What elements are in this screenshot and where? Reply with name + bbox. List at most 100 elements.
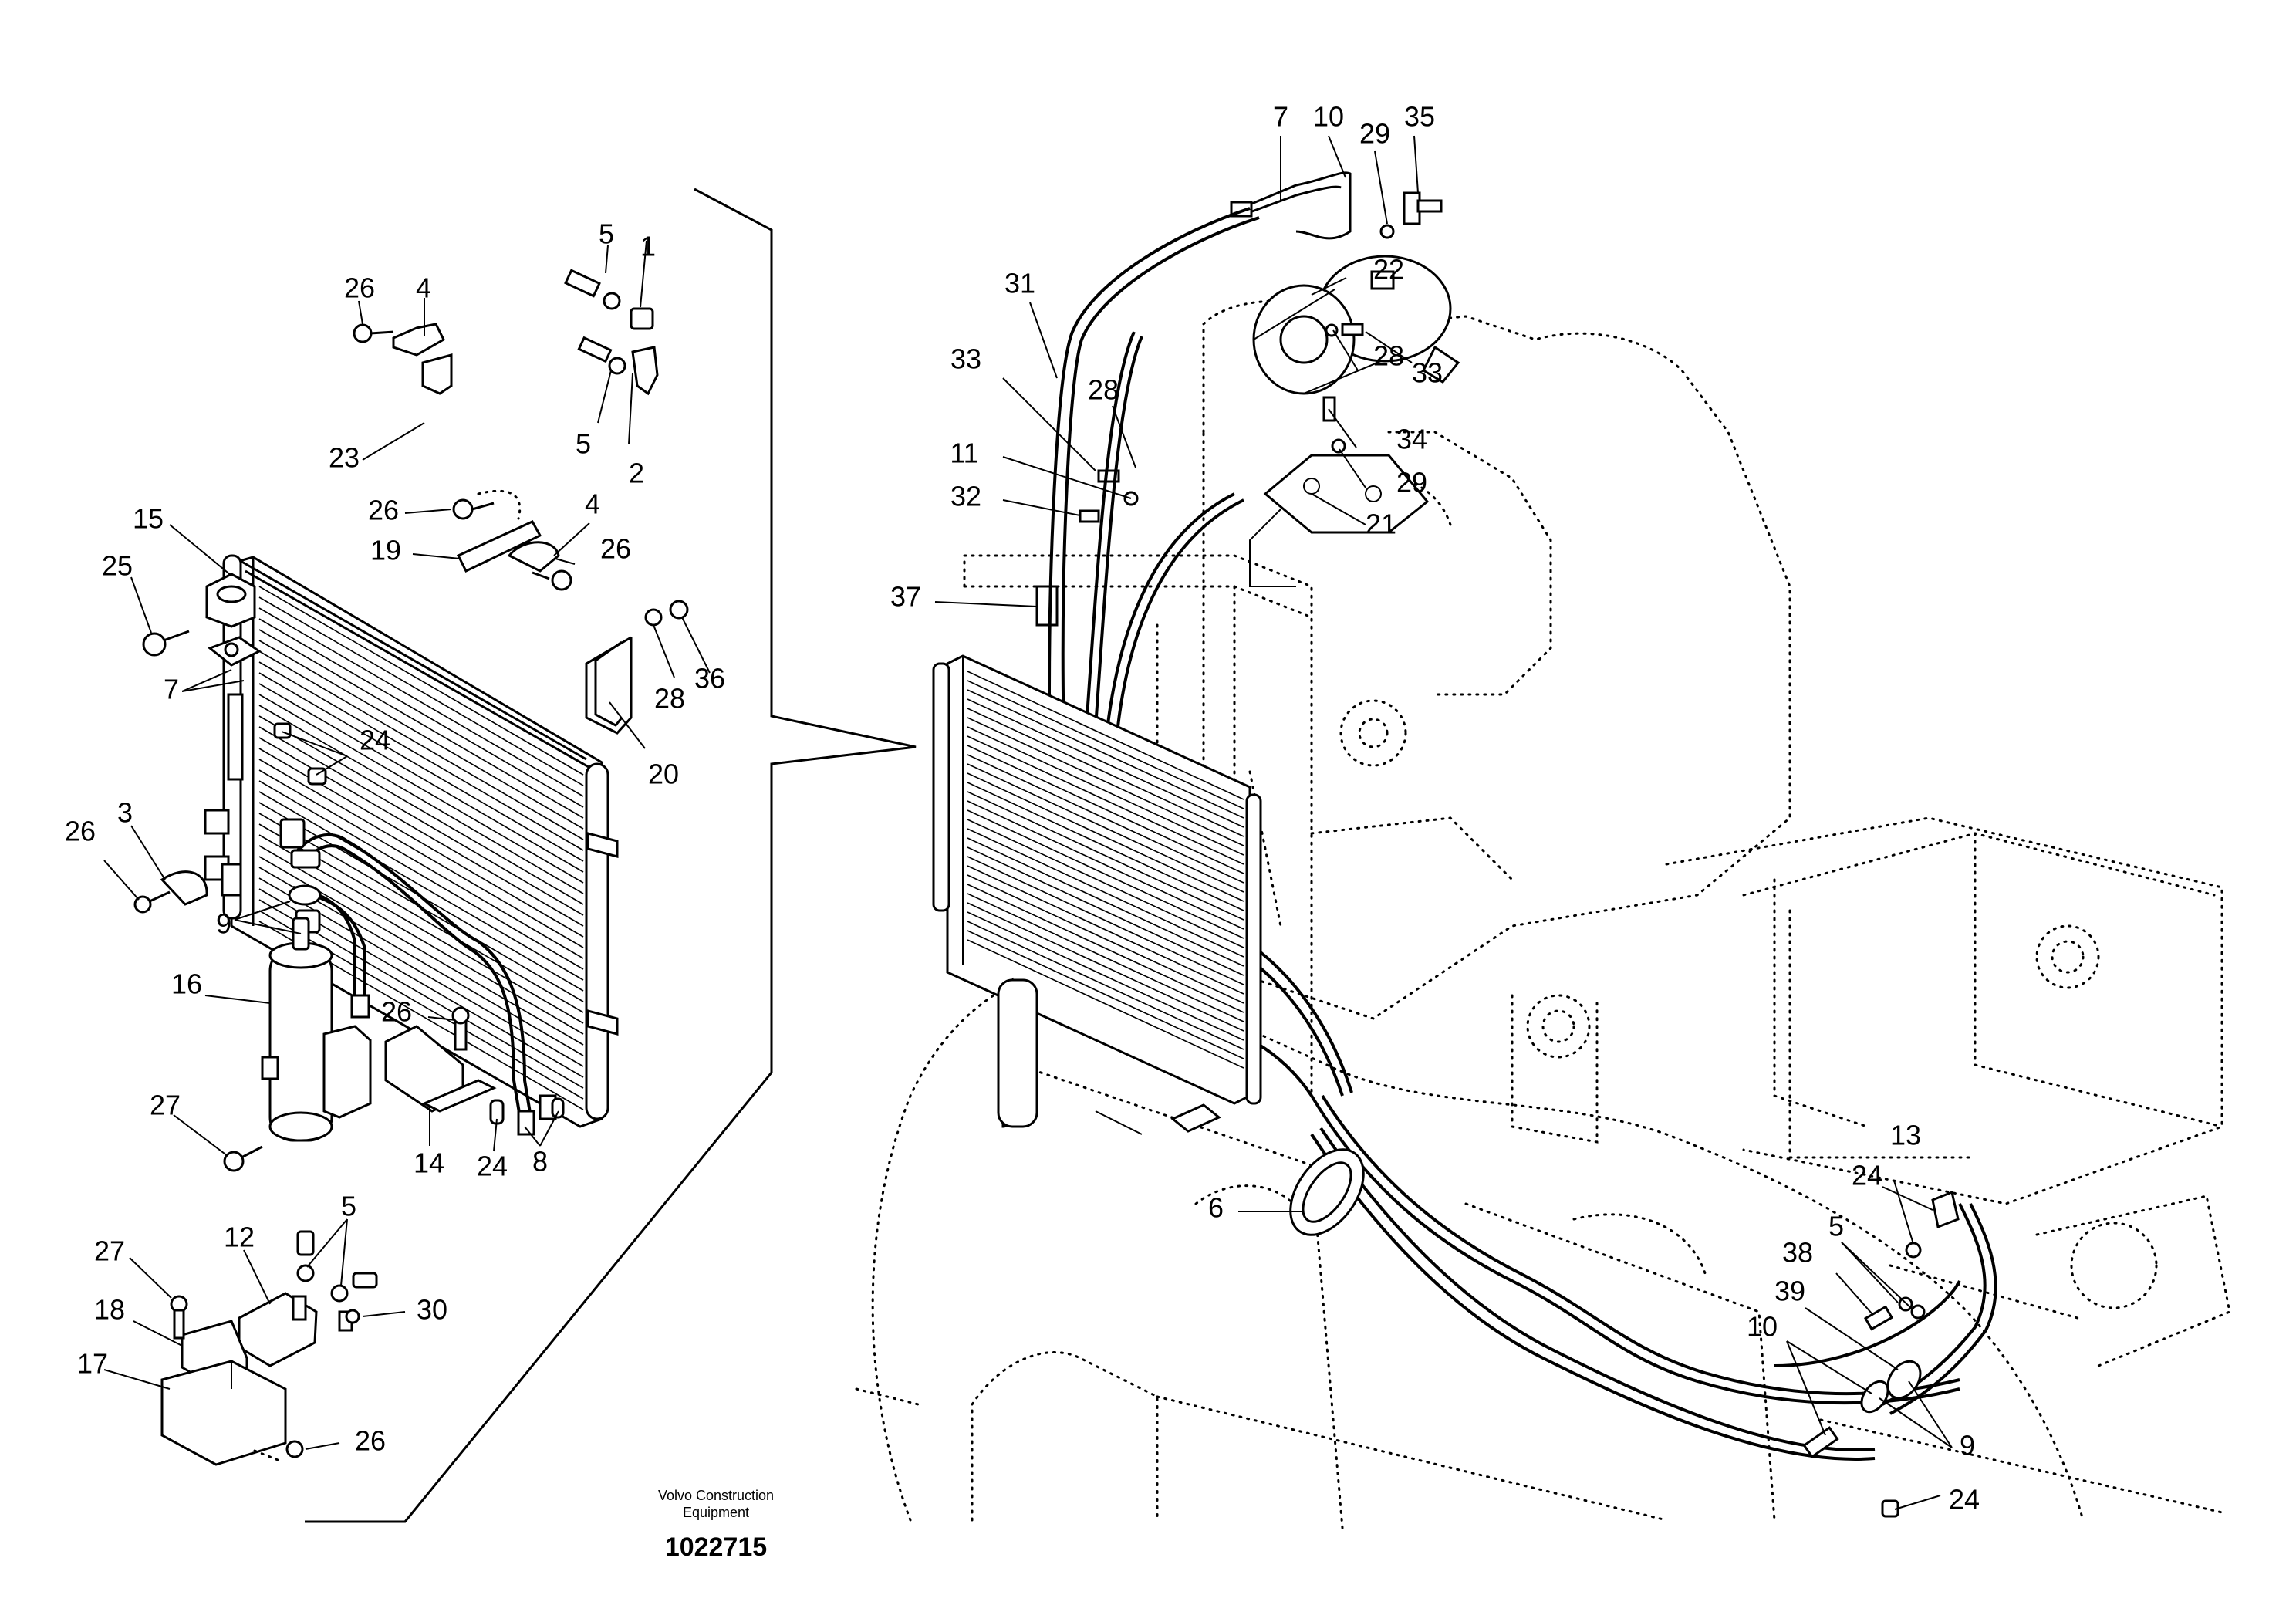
callout-33: 33 [1412, 357, 1443, 389]
detail-frame [305, 188, 917, 1523]
callout-28: 28 [654, 683, 685, 715]
condenser-fin [258, 650, 584, 840]
callout-26: 26 [381, 996, 412, 1028]
condenser-fin [967, 791, 1244, 921]
callout-5: 5 [599, 218, 614, 250]
right-connections [1802, 1190, 1960, 1518]
callout-29: 29 [1359, 118, 1390, 150]
condenser-fin [258, 640, 584, 830]
callout-21: 21 [1366, 509, 1396, 540]
callout-15: 15 [133, 503, 164, 535]
condenser-fin [967, 735, 1244, 865]
callout-24: 24 [360, 725, 390, 756]
callout-5: 5 [576, 428, 591, 460]
condenser-fin [967, 671, 1244, 800]
condenser-fin [258, 618, 584, 808]
grommet-6 [1289, 1148, 1365, 1236]
callout-20: 20 [648, 759, 679, 790]
callout-27: 27 [150, 1090, 181, 1121]
condenser-fin [967, 939, 1244, 1069]
callout-22: 22 [1373, 254, 1404, 286]
callout-5: 5 [1828, 1211, 1844, 1242]
hose-10-suction [1230, 171, 1352, 240]
condenser-fin [967, 772, 1244, 902]
condenser-fin [258, 705, 584, 894]
condenser-fin [258, 672, 584, 862]
condenser-fin [258, 759, 584, 948]
bracket-21 [1249, 454, 1430, 587]
condenser-fin [258, 694, 584, 884]
callout-25: 25 [102, 550, 133, 582]
callout-6: 6 [1208, 1192, 1224, 1224]
callout-26: 26 [65, 816, 96, 847]
condenser-fin [967, 921, 1244, 1050]
condenser-fin [967, 819, 1244, 948]
condenser-fin [258, 586, 584, 776]
callout-9: 9 [1960, 1430, 1975, 1461]
condenser-fin [258, 596, 584, 786]
condenser-fin [967, 884, 1244, 1013]
condenser-fin [967, 837, 1244, 967]
condenser-fin [967, 930, 1244, 1059]
condenser-fin [967, 754, 1244, 884]
callout-36: 36 [694, 663, 725, 694]
leader-lines [103, 135, 1953, 1510]
callout-26: 26 [344, 272, 375, 304]
receiver-dryer-16 [261, 917, 372, 1142]
callout-27: 27 [94, 1235, 125, 1267]
callout-8: 8 [532, 1146, 548, 1178]
condenser-small [932, 654, 1262, 1135]
condenser-fin [967, 865, 1244, 995]
callout-24: 24 [1949, 1484, 1980, 1516]
condenser-fin [258, 629, 584, 819]
callout-26: 26 [600, 533, 631, 565]
callout-34: 34 [1396, 424, 1427, 455]
machine-body [855, 299, 2231, 1529]
bolts-left [133, 630, 327, 1172]
condenser-fin [967, 708, 1244, 837]
callout-19: 19 [370, 535, 401, 566]
footer: Volvo Construction Equipment 1022715 [658, 1488, 774, 1562]
callout-24: 24 [1852, 1160, 1882, 1191]
callout-28: 28 [1373, 340, 1404, 372]
clamp-assembly-19-4-26 [452, 489, 572, 591]
callout-10: 10 [1747, 1311, 1778, 1343]
callout-38: 38 [1782, 1237, 1813, 1269]
condenser-fin [967, 745, 1244, 874]
callout-26: 26 [355, 1425, 386, 1457]
condenser-fin [967, 689, 1244, 819]
condenser-fin [967, 726, 1244, 856]
condenser-fin [967, 911, 1244, 1041]
u-tube-20 [585, 600, 689, 735]
company-name-line2: Equipment [683, 1505, 749, 1520]
callout-11: 11 [950, 438, 978, 469]
callout-35: 35 [1404, 101, 1435, 133]
condenser-fin [967, 809, 1244, 939]
callout-4: 4 [585, 488, 600, 520]
callout-5: 5 [341, 1191, 356, 1222]
callout-29: 29 [1396, 467, 1427, 498]
callout-14: 14 [414, 1147, 444, 1179]
callout-31: 31 [1004, 268, 1035, 299]
condenser-fin [258, 661, 584, 851]
condenser-fin [967, 717, 1244, 846]
document-number: 1022715 [665, 1532, 767, 1562]
condenser-fin [967, 698, 1244, 828]
condenser-fin [967, 856, 1244, 985]
condenser-fin [258, 780, 584, 970]
condenser-fin [258, 769, 584, 959]
fittings-1-2-5 [564, 269, 659, 396]
callout-39: 39 [1774, 1276, 1805, 1307]
company-name-line1: Volvo Construction [658, 1488, 774, 1503]
callout-28: 28 [1088, 374, 1119, 406]
callout-2: 2 [629, 458, 644, 489]
callout-37: 37 [890, 581, 921, 613]
callout-12: 12 [224, 1222, 255, 1253]
bracket-14 [384, 1006, 505, 1125]
condenser-fin [258, 683, 584, 873]
callout-30: 30 [417, 1294, 447, 1326]
condenser-fin [967, 893, 1244, 1022]
callout-3: 3 [117, 797, 133, 829]
callout-17: 17 [77, 1348, 108, 1380]
condenser-fin [967, 902, 1244, 1032]
